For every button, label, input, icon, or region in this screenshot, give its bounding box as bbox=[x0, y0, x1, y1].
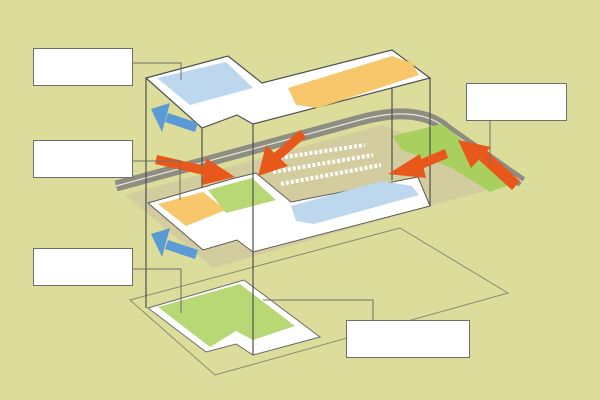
middle-floor-orange-zone bbox=[158, 192, 226, 226]
leader-garden bbox=[263, 299, 374, 320]
leader-ground-floor bbox=[132, 268, 182, 313]
site-outline bbox=[128, 227, 510, 376]
callout-top-floor bbox=[33, 48, 133, 86]
callout-ground-floor bbox=[33, 248, 133, 286]
callout-leaders bbox=[132, 62, 491, 320]
callout-garden bbox=[346, 320, 470, 358]
building-frame bbox=[145, 78, 431, 355]
warm-arrow-right-into-middle bbox=[388, 149, 448, 178]
parking-row-2 bbox=[272, 153, 374, 174]
warm-arrow-top-down bbox=[258, 130, 306, 176]
cool-airflow-arrows bbox=[151, 103, 198, 259]
warm-airflow-arrows bbox=[155, 130, 520, 190]
middle-floor-blue-zone bbox=[291, 181, 419, 224]
cool-arrow-top-floor-out bbox=[151, 103, 198, 132]
green-lawn bbox=[392, 124, 515, 192]
cool-arrow-middle-floor-out bbox=[151, 228, 198, 259]
middle-floor-green-zone bbox=[208, 178, 276, 213]
top-floor-orange-zone bbox=[288, 56, 419, 108]
callout-middle-floor bbox=[33, 140, 133, 178]
leader-middle-floor bbox=[132, 160, 181, 200]
ground-floor-green-zone bbox=[158, 284, 295, 347]
callout-wind bbox=[466, 83, 567, 121]
warm-arrow-left-into-middle bbox=[155, 155, 235, 185]
leader-top-floor bbox=[132, 62, 182, 80]
parking-row-3 bbox=[280, 163, 382, 186]
warm-arrow-outside-diagonal bbox=[458, 140, 520, 190]
